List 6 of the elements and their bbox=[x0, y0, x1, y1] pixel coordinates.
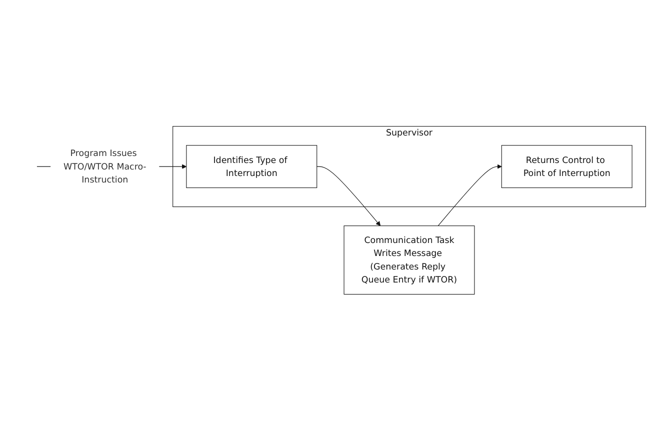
node-box: Returns Control to Point of Interruption bbox=[501, 145, 632, 188]
edge-label: Program Issues WTO/WTOR Macro-Instruction bbox=[63, 148, 146, 185]
arrow bbox=[438, 164, 502, 226]
node-box: Identifies Type of Interruption bbox=[186, 145, 318, 188]
node-box: Communication Task Writes Message (Generates Reply Queue Entry if WTOR) bbox=[344, 226, 475, 295]
arrow bbox=[316, 166, 381, 226]
